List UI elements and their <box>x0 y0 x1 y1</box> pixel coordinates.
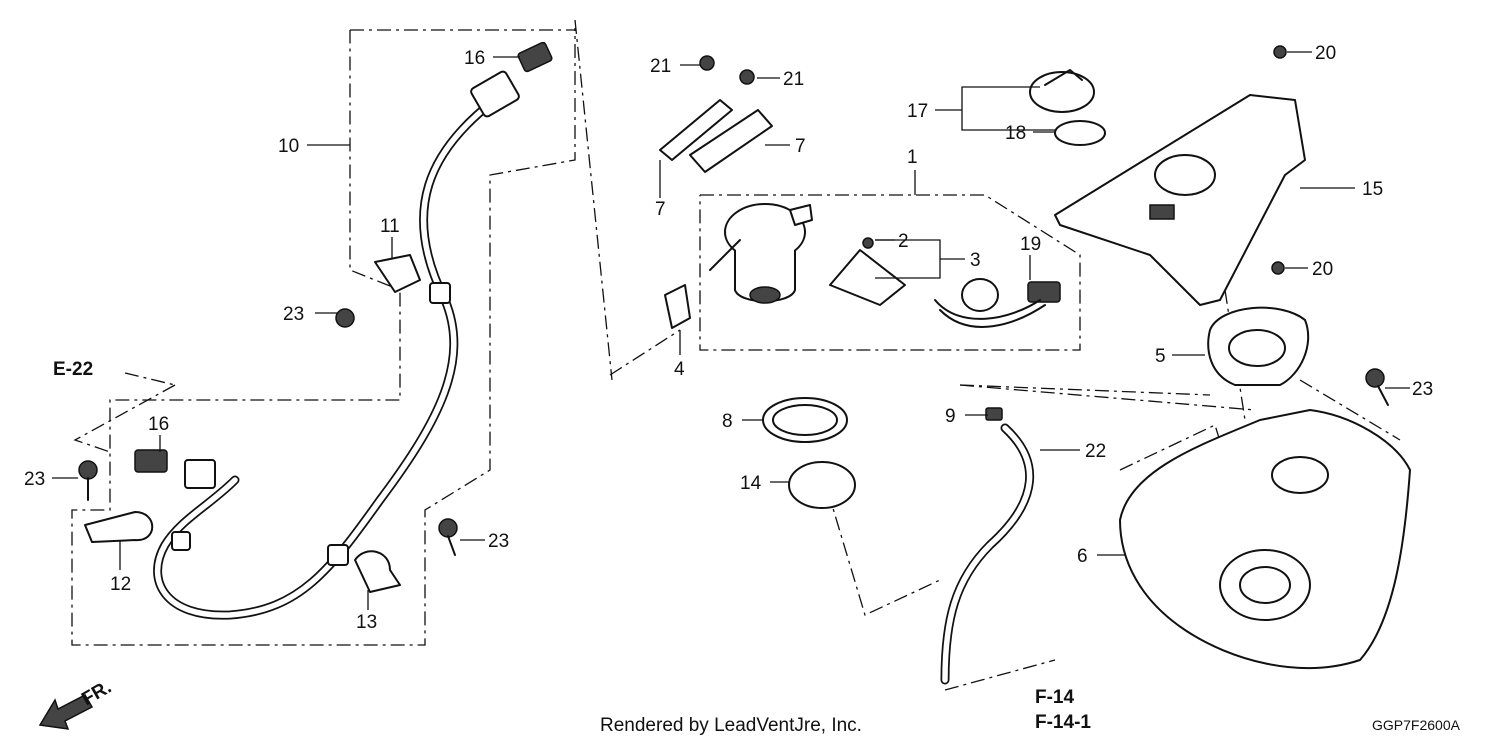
callout-1: 1 <box>907 147 918 168</box>
callout-9: 9 <box>945 406 956 427</box>
ref-f14-1: F-14-1 <box>1035 712 1091 733</box>
connector-16-upper <box>517 41 553 73</box>
clip-9 <box>985 407 1003 421</box>
bolt-23-icons <box>78 308 1389 556</box>
front-arrow-icon <box>38 694 94 730</box>
screw-20-upper <box>1273 45 1287 59</box>
leader-lines <box>52 51 1410 610</box>
render-credit: Rendered by LeadVentJre, Inc. <box>600 715 862 736</box>
connector-16-lower <box>134 449 168 473</box>
callout-16-upper: 16 <box>464 48 485 69</box>
diagram-code: GGP7F2600A <box>1372 717 1461 733</box>
callout-13: 13 <box>356 612 377 633</box>
pump-group-outline <box>699 194 1081 351</box>
callout-7-right: 7 <box>795 136 806 157</box>
washer-2 <box>862 237 874 249</box>
callout-14: 14 <box>740 473 762 494</box>
callout-19: 19 <box>1020 234 1041 255</box>
callout-18: 18 <box>1005 123 1026 144</box>
pump-ring-leader <box>819 464 941 616</box>
filler-neck-5 <box>1207 306 1310 386</box>
hose-leader <box>944 659 1056 691</box>
callout-10: 10 <box>278 136 299 157</box>
nut-21-right <box>739 69 755 85</box>
callout-15: 15 <box>1362 179 1383 200</box>
fuel-tank-6 <box>1119 409 1411 670</box>
fuel-cap-17 <box>1029 71 1095 113</box>
pump-leader <box>609 329 681 376</box>
tank-leader <box>959 384 1256 411</box>
ref-e22: E-22 <box>53 359 93 380</box>
callout-17: 17 <box>907 101 928 122</box>
plate-7-left <box>659 99 733 161</box>
plate-leader <box>574 19 613 381</box>
ref-f14: F-14 <box>1035 687 1075 708</box>
clip-11 <box>374 254 421 293</box>
harness-group-outline <box>71 28 576 646</box>
clamp-12 <box>84 511 154 543</box>
nut-21-left <box>699 55 715 71</box>
screw-20-lower <box>1271 261 1285 275</box>
callout-23-left: 23 <box>24 469 45 490</box>
fuel-pump <box>709 203 813 304</box>
e22-arrow-line <box>124 372 176 386</box>
callout-12: 12 <box>110 574 131 595</box>
callout-22: 22 <box>1085 441 1106 462</box>
callout-5: 5 <box>1155 346 1166 367</box>
callout-7-left: 7 <box>655 199 666 220</box>
callout-4: 4 <box>674 359 685 380</box>
callout-11: 11 <box>380 216 400 237</box>
filter-3 <box>829 249 906 306</box>
callout-2: 2 <box>898 231 909 252</box>
sensor-4 <box>664 284 691 329</box>
clamp-13 <box>354 550 401 593</box>
callout-23-clamp: 23 <box>488 531 509 552</box>
plate-7-right <box>689 109 773 173</box>
fuel-cover-15 <box>1054 94 1306 306</box>
o-ring-14 <box>788 461 856 509</box>
e22-leader <box>73 384 176 453</box>
sensor-harness <box>153 70 520 620</box>
callout-23-tank: 23 <box>1412 379 1433 400</box>
callout-23-clip: 23 <box>283 304 304 325</box>
wire-19 <box>934 278 1061 328</box>
callout-20-upper: 20 <box>1315 43 1336 64</box>
hose-22 <box>940 423 1035 685</box>
callout-21-right: 21 <box>783 69 804 90</box>
callout-8: 8 <box>722 411 733 432</box>
tank-leader-2 <box>959 384 1211 396</box>
callout-21-left: 21 <box>650 56 671 77</box>
callout-20-lower: 20 <box>1312 259 1333 280</box>
callout-6: 6 <box>1077 546 1088 567</box>
seal-18 <box>1054 120 1106 146</box>
callout-3: 3 <box>970 250 981 271</box>
cover-leader-2 <box>1299 379 1401 441</box>
callout-16-lower: 16 <box>148 414 169 435</box>
